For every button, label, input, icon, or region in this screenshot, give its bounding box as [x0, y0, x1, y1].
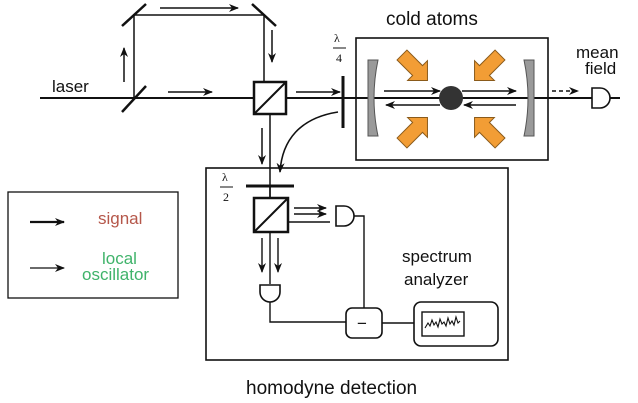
detector-bottom	[259, 284, 281, 303]
laser-label: laser	[52, 77, 89, 96]
cooling-arrows	[396, 49, 506, 149]
cavity-mirror-left	[367, 59, 379, 137]
lambda-2-denominator: 2	[223, 190, 229, 204]
homodyne-box	[205, 167, 509, 361]
legend-box	[7, 191, 179, 299]
subtractor-minus: −	[357, 314, 367, 333]
legend-lo-label-line1: local	[102, 249, 137, 268]
pickoff-mirror	[121, 85, 147, 113]
loop-beam	[133, 14, 265, 98]
cooling-arrow-top-left	[396, 49, 428, 81]
lambda-4-denominator: 4	[336, 51, 342, 65]
cold-atoms-title: cold atoms	[386, 9, 478, 30]
atom-cloud	[439, 86, 463, 110]
legend-lo-label-line2: oscillator	[82, 265, 149, 284]
wire-bottom-detector	[269, 302, 346, 323]
cooling-arrow-bottom-left	[396, 117, 428, 149]
mean-label: mean	[576, 43, 619, 62]
analyzer-label: analyzer	[404, 270, 469, 289]
return-beam-curve	[276, 111, 339, 173]
lambda-2-symbol: λ	[222, 170, 228, 184]
field-label: field	[585, 59, 616, 78]
wire-right-detector	[354, 215, 365, 308]
homodyne-title: homodyne detection	[246, 378, 417, 399]
beam-splitter-top	[252, 80, 288, 116]
beam-splitter-bottom	[252, 196, 290, 234]
analyzer-trace	[424, 315, 461, 329]
cooling-arrow-bottom-right	[474, 117, 506, 149]
mean-field-detector	[591, 87, 611, 109]
detector-right	[335, 205, 355, 227]
spectrum-label: spectrum	[402, 247, 472, 266]
lambda-4-symbol: λ	[334, 31, 340, 45]
legend-signal-label: signal	[98, 209, 142, 228]
cavity-mirror-right	[523, 59, 535, 137]
cooling-arrow-top-right	[474, 49, 506, 81]
